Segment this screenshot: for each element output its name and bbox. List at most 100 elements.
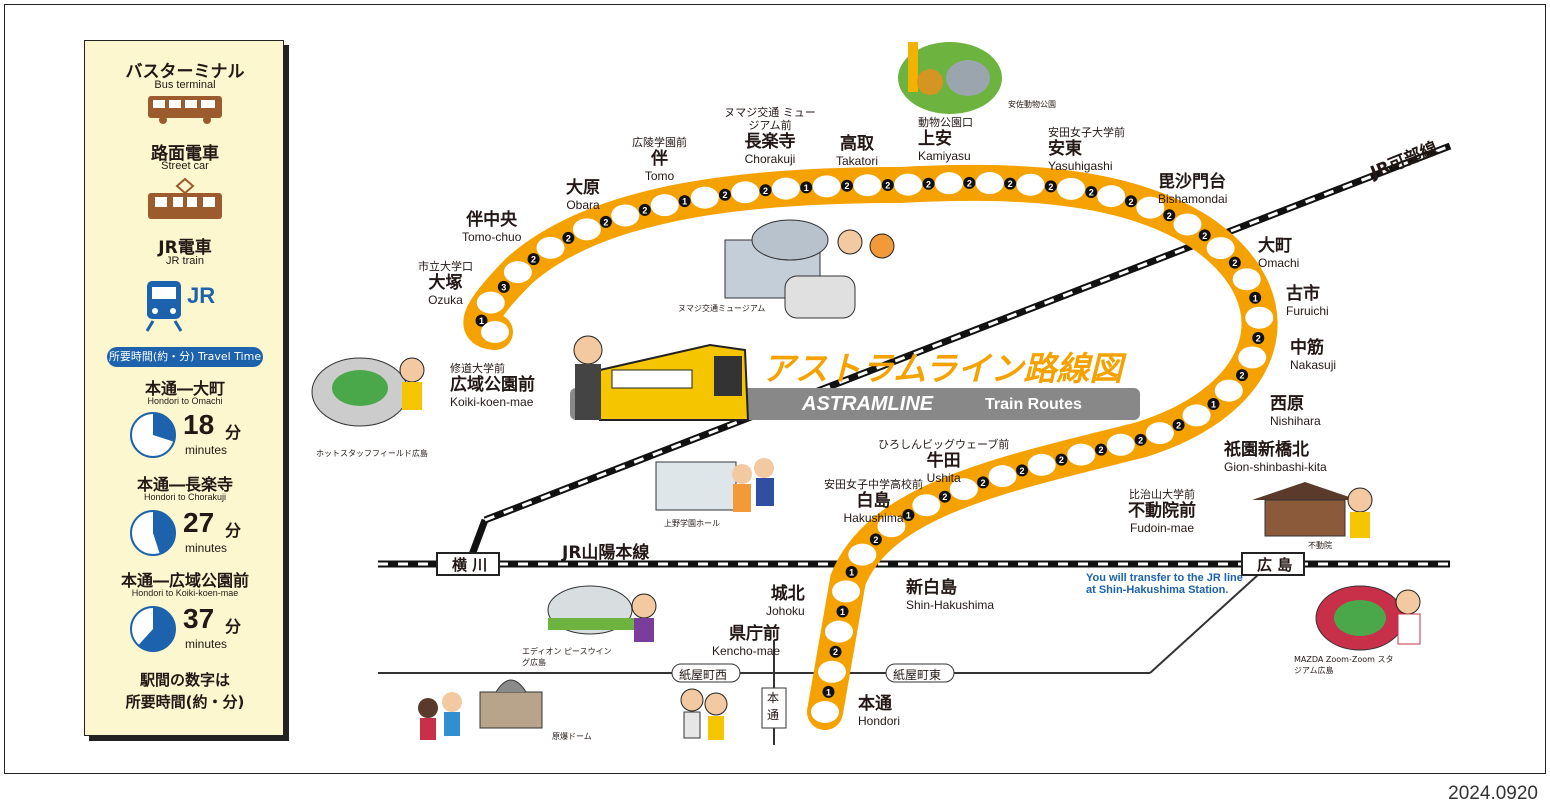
segment-minute-label: 1 (849, 567, 854, 577)
route-1-minutes: 18 (183, 409, 215, 440)
segment-minute-badge (938, 490, 951, 503)
segment-minute-label: 2 (1089, 188, 1094, 198)
segment-minute-label: 2 (1020, 466, 1025, 476)
segment-minute-label: 3 (501, 282, 506, 292)
segment-minute-label: 2 (642, 205, 647, 215)
line-stop-marker (1067, 443, 1096, 466)
legend-note-2: 所要時間(約・分) (125, 693, 245, 711)
segment-minute-label: 1 (906, 510, 911, 520)
segment-minute-badge (1207, 398, 1220, 411)
segment-minute-label: 2 (967, 178, 972, 188)
segment-minute-label: 2 (873, 535, 878, 545)
line-stop-marker (1106, 433, 1135, 456)
title-en-rest: Train Routes (985, 396, 1082, 413)
segment-minute-badge (869, 533, 882, 546)
streetcar-icon (148, 177, 222, 219)
route-3-pie (130, 606, 176, 652)
route-2-unit: 分 (225, 521, 242, 540)
segment-minute-label: 2 (531, 255, 536, 265)
segment-minute-label: 1 (682, 197, 687, 207)
line-stop-marker (731, 181, 760, 204)
svg-text:JR: JR (187, 283, 215, 308)
title-ja: アストラムライン路線図 (762, 349, 1123, 388)
segment-minute-label: 2 (1176, 421, 1181, 431)
segment-minute-badge (1124, 195, 1137, 208)
line-stop-marker (1214, 379, 1243, 402)
line-stop-marker (476, 291, 505, 314)
stadium-caption: ホットスタッフフィールド広島 (316, 449, 428, 458)
hiroshima-station-box (1241, 552, 1305, 576)
jr-sanyo-label: JR山陽本線 (562, 543, 650, 563)
segment-minute-badge (902, 508, 915, 521)
line-stop-marker (1232, 268, 1261, 291)
route-3-minutes: 37 (183, 603, 215, 634)
segment-minute-badge (881, 179, 894, 192)
segment-minute-badge (1134, 433, 1147, 446)
transfer-note: You will transfer to the JR line at Shin… (1086, 572, 1243, 596)
route-1-pie (130, 412, 176, 458)
segment-minute-badge (1085, 186, 1098, 199)
line-stop-marker (572, 218, 601, 241)
kamiyacho-higashi-label: 紙屋町東 (893, 668, 942, 682)
segment-minute-badge (759, 184, 772, 197)
line-stop-marker (818, 660, 847, 683)
train-illustration (573, 335, 750, 421)
segment-minute-label: 2 (722, 190, 727, 200)
segment-minute-badge (829, 645, 842, 658)
hall-illustration (655, 458, 774, 512)
wing-caption: エディオン ピースウイング広島 (522, 647, 612, 667)
line-stop-marker (481, 321, 509, 343)
line-stop-marker (1057, 177, 1086, 200)
segment-minute-badge (977, 476, 990, 489)
route-2-unit-en: minutes (185, 541, 228, 555)
legend-tram-en: Street car (161, 160, 209, 172)
mazda-caption: MAZDA Zoom-Zoom スタジアム広島 (1294, 655, 1394, 675)
segment-minute-label: 2 (1167, 211, 1172, 221)
kamiyacho-nishi-box (671, 663, 741, 683)
legend-jr-ja: JR電車 (158, 238, 212, 258)
segment-minute-badge (1094, 443, 1107, 456)
segment-minute-badge (1163, 209, 1176, 222)
segment-minute-label: 1 (479, 316, 484, 326)
line-stop-marker (812, 175, 841, 198)
line-stop-marker (1145, 422, 1174, 445)
temple-caption: 不動院 (1308, 541, 1332, 550)
line-stop-marker (853, 174, 882, 197)
route-2-minutes: 27 (183, 507, 215, 538)
legend-jr-en: JR train (166, 255, 204, 267)
segment-minute-label: 2 (942, 492, 947, 502)
line-stop-marker (536, 236, 565, 259)
line-stop-marker (1182, 404, 1211, 427)
segment-minute-badge (678, 195, 691, 208)
segment-minute-label: 2 (1256, 334, 1261, 344)
route-1-en: Hondori to Omachi (147, 396, 223, 406)
line-stop-marker (1206, 237, 1235, 260)
line-stop-marker (1238, 346, 1267, 369)
segment-minute-badge (1016, 464, 1029, 477)
segment-minute-badge (497, 280, 510, 293)
jr-train-icon: JR (145, 281, 215, 332)
